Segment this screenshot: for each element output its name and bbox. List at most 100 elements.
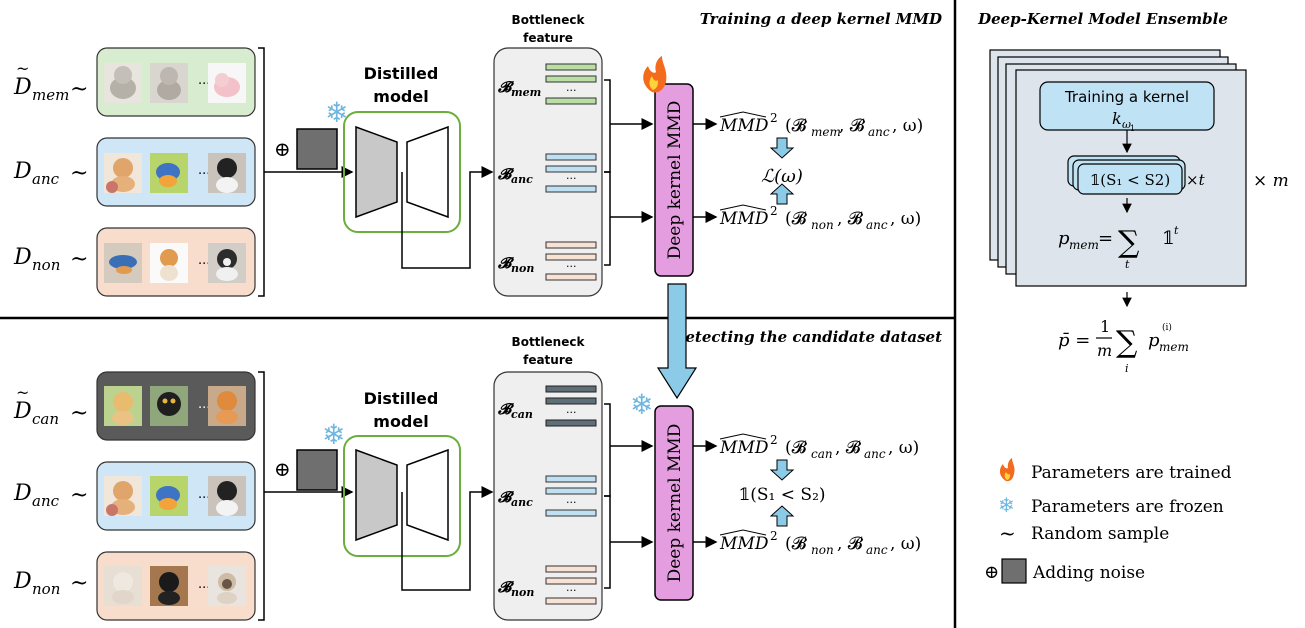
snowflake-icon: ❄ <box>325 96 348 129</box>
thumb-kitten <box>104 153 142 193</box>
svg-text:anc: anc <box>868 125 890 139</box>
svg-text:mem: mem <box>511 86 541 99</box>
thumb-puppy <box>208 243 246 283</box>
oplus-symbol: ⊕ <box>984 562 999 583</box>
svg-text:k: k <box>1112 109 1122 128</box>
label-d-anc: D anc ~ <box>13 159 88 188</box>
thumb-kitten <box>150 63 188 103</box>
tilde-icon: ~ <box>999 521 1016 545</box>
p-mem-formula: p mem = ∑ 𝟙 t t <box>1058 224 1179 271</box>
distilled-label: Distilled <box>364 64 439 83</box>
svg-text:p: p <box>1058 228 1070 249</box>
up-arrow-icon <box>769 183 795 205</box>
bottleneck-label: Bottleneck <box>512 335 586 349</box>
distilled-label: model <box>373 87 428 106</box>
bottleneck-label: Bottleneck <box>512 13 586 27</box>
svg-text:~: ~ <box>70 161 88 186</box>
svg-text:anc: anc <box>32 492 60 510</box>
thumb-siamese <box>208 566 246 606</box>
svg-text:mem: mem <box>32 86 69 104</box>
deep-kernel-mmd-box <box>654 405 694 601</box>
svg-text:~: ~ <box>16 383 29 402</box>
thumb-blackcat2 <box>150 566 188 606</box>
thumb-cat <box>104 63 142 103</box>
svg-text:𝓑: 𝓑 <box>497 578 515 596</box>
oplus-symbol: ⊕ <box>274 137 291 161</box>
svg-text:∑: ∑ <box>1118 225 1140 260</box>
svg-text:MMD: MMD <box>719 116 769 136</box>
bottleneck-box <box>493 371 603 621</box>
svg-text:, 𝓑: , 𝓑 <box>837 534 864 554</box>
svg-text:, ω): , ω) <box>892 116 923 136</box>
mmd-formula-bottom: MMD 2 (𝓑 non , 𝓑 anc , ω) <box>719 529 921 557</box>
noise-square <box>1001 558 1027 584</box>
svg-text:can: can <box>32 410 59 428</box>
label-d-can: D ~ can ~ <box>13 383 88 428</box>
feature-bars-anc: ··· <box>545 475 597 517</box>
snowflake-icon: ❄ <box>998 493 1015 517</box>
svg-text:𝓑: 𝓑 <box>497 165 515 183</box>
decoder-shape <box>406 125 449 219</box>
ellipsis: ··· <box>198 257 210 272</box>
feature-bars-anc: ··· <box>545 153 597 193</box>
svg-text:···: ··· <box>566 496 577 509</box>
deep-kernel-mmd-label: Deep kernel MMD <box>665 101 685 260</box>
svg-text:, 𝓑: , 𝓑 <box>835 438 862 458</box>
bottleneck-label: feature <box>523 353 573 367</box>
svg-text:, 𝓑: , 𝓑 <box>839 116 866 136</box>
deep-kernel-mmd-label: Deep kernel MMD <box>665 424 685 583</box>
svg-text:~: ~ <box>16 59 29 78</box>
distilled-label: Distilled <box>364 389 439 408</box>
svg-text:mem: mem <box>811 125 841 139</box>
svg-text:2: 2 <box>770 111 778 125</box>
flame-icon <box>999 458 1015 482</box>
svg-text:···: ··· <box>566 260 577 273</box>
svg-text:non: non <box>511 262 534 275</box>
svg-text:can: can <box>511 408 533 421</box>
up-arrow-icon <box>769 505 795 527</box>
svg-text:can: can <box>811 447 833 461</box>
svg-text:𝓑: 𝓑 <box>497 254 515 272</box>
legend-noise: Adding noise <box>1032 563 1145 583</box>
legend: Parameters are trained ❄ Parameters are … <box>984 458 1232 584</box>
legend-trained: Parameters are trained <box>1031 463 1232 483</box>
thumb-bird <box>150 476 188 516</box>
svg-text:ω: ω <box>1122 118 1131 131</box>
svg-text:non: non <box>32 580 60 598</box>
svg-text:MMD: MMD <box>719 209 769 229</box>
svg-text:non: non <box>511 586 534 599</box>
encoder-shape <box>355 125 398 219</box>
deep-kernel-mmd-box <box>654 83 694 277</box>
indicator-label: 𝟙(S₁ < S₂) <box>738 485 825 505</box>
training-kernel-label: Training a kernel <box>1064 88 1189 106</box>
svg-text:p̄ =: p̄ = <box>1058 330 1090 351</box>
svg-text:D: D <box>13 159 32 184</box>
svg-text:D: D <box>13 75 32 100</box>
training-title: Training a deep kernel MMD <box>700 10 942 28</box>
svg-text:1: 1 <box>1100 317 1110 336</box>
svg-text:𝓑: 𝓑 <box>497 400 515 418</box>
thumb-kitten2 <box>104 566 142 606</box>
svg-text:(𝓑: (𝓑 <box>785 116 808 136</box>
svg-text:anc: anc <box>864 447 886 461</box>
thumb-blackcat <box>208 153 246 193</box>
svg-text:···: ··· <box>566 584 577 597</box>
snowflake-icon: ❄ <box>630 388 653 421</box>
noise-square <box>296 449 338 491</box>
thumb-bird <box>150 153 188 193</box>
loss-label: ℒ(ω) <box>761 166 803 187</box>
svg-text:m: m <box>1097 341 1112 360</box>
svg-text:anc: anc <box>866 543 888 557</box>
svg-text:∑: ∑ <box>1116 325 1138 360</box>
svg-text:(i): (i) <box>1162 322 1172 333</box>
svg-text:anc: anc <box>866 218 888 232</box>
oplus-symbol: ⊕ <box>274 457 291 481</box>
svg-text:, ω): , ω) <box>890 534 921 554</box>
svg-text:anc: anc <box>511 173 533 186</box>
svg-text:MMD: MMD <box>719 534 769 554</box>
svg-text:i: i <box>1125 362 1129 375</box>
svg-text:1: 1 <box>1130 124 1135 133</box>
